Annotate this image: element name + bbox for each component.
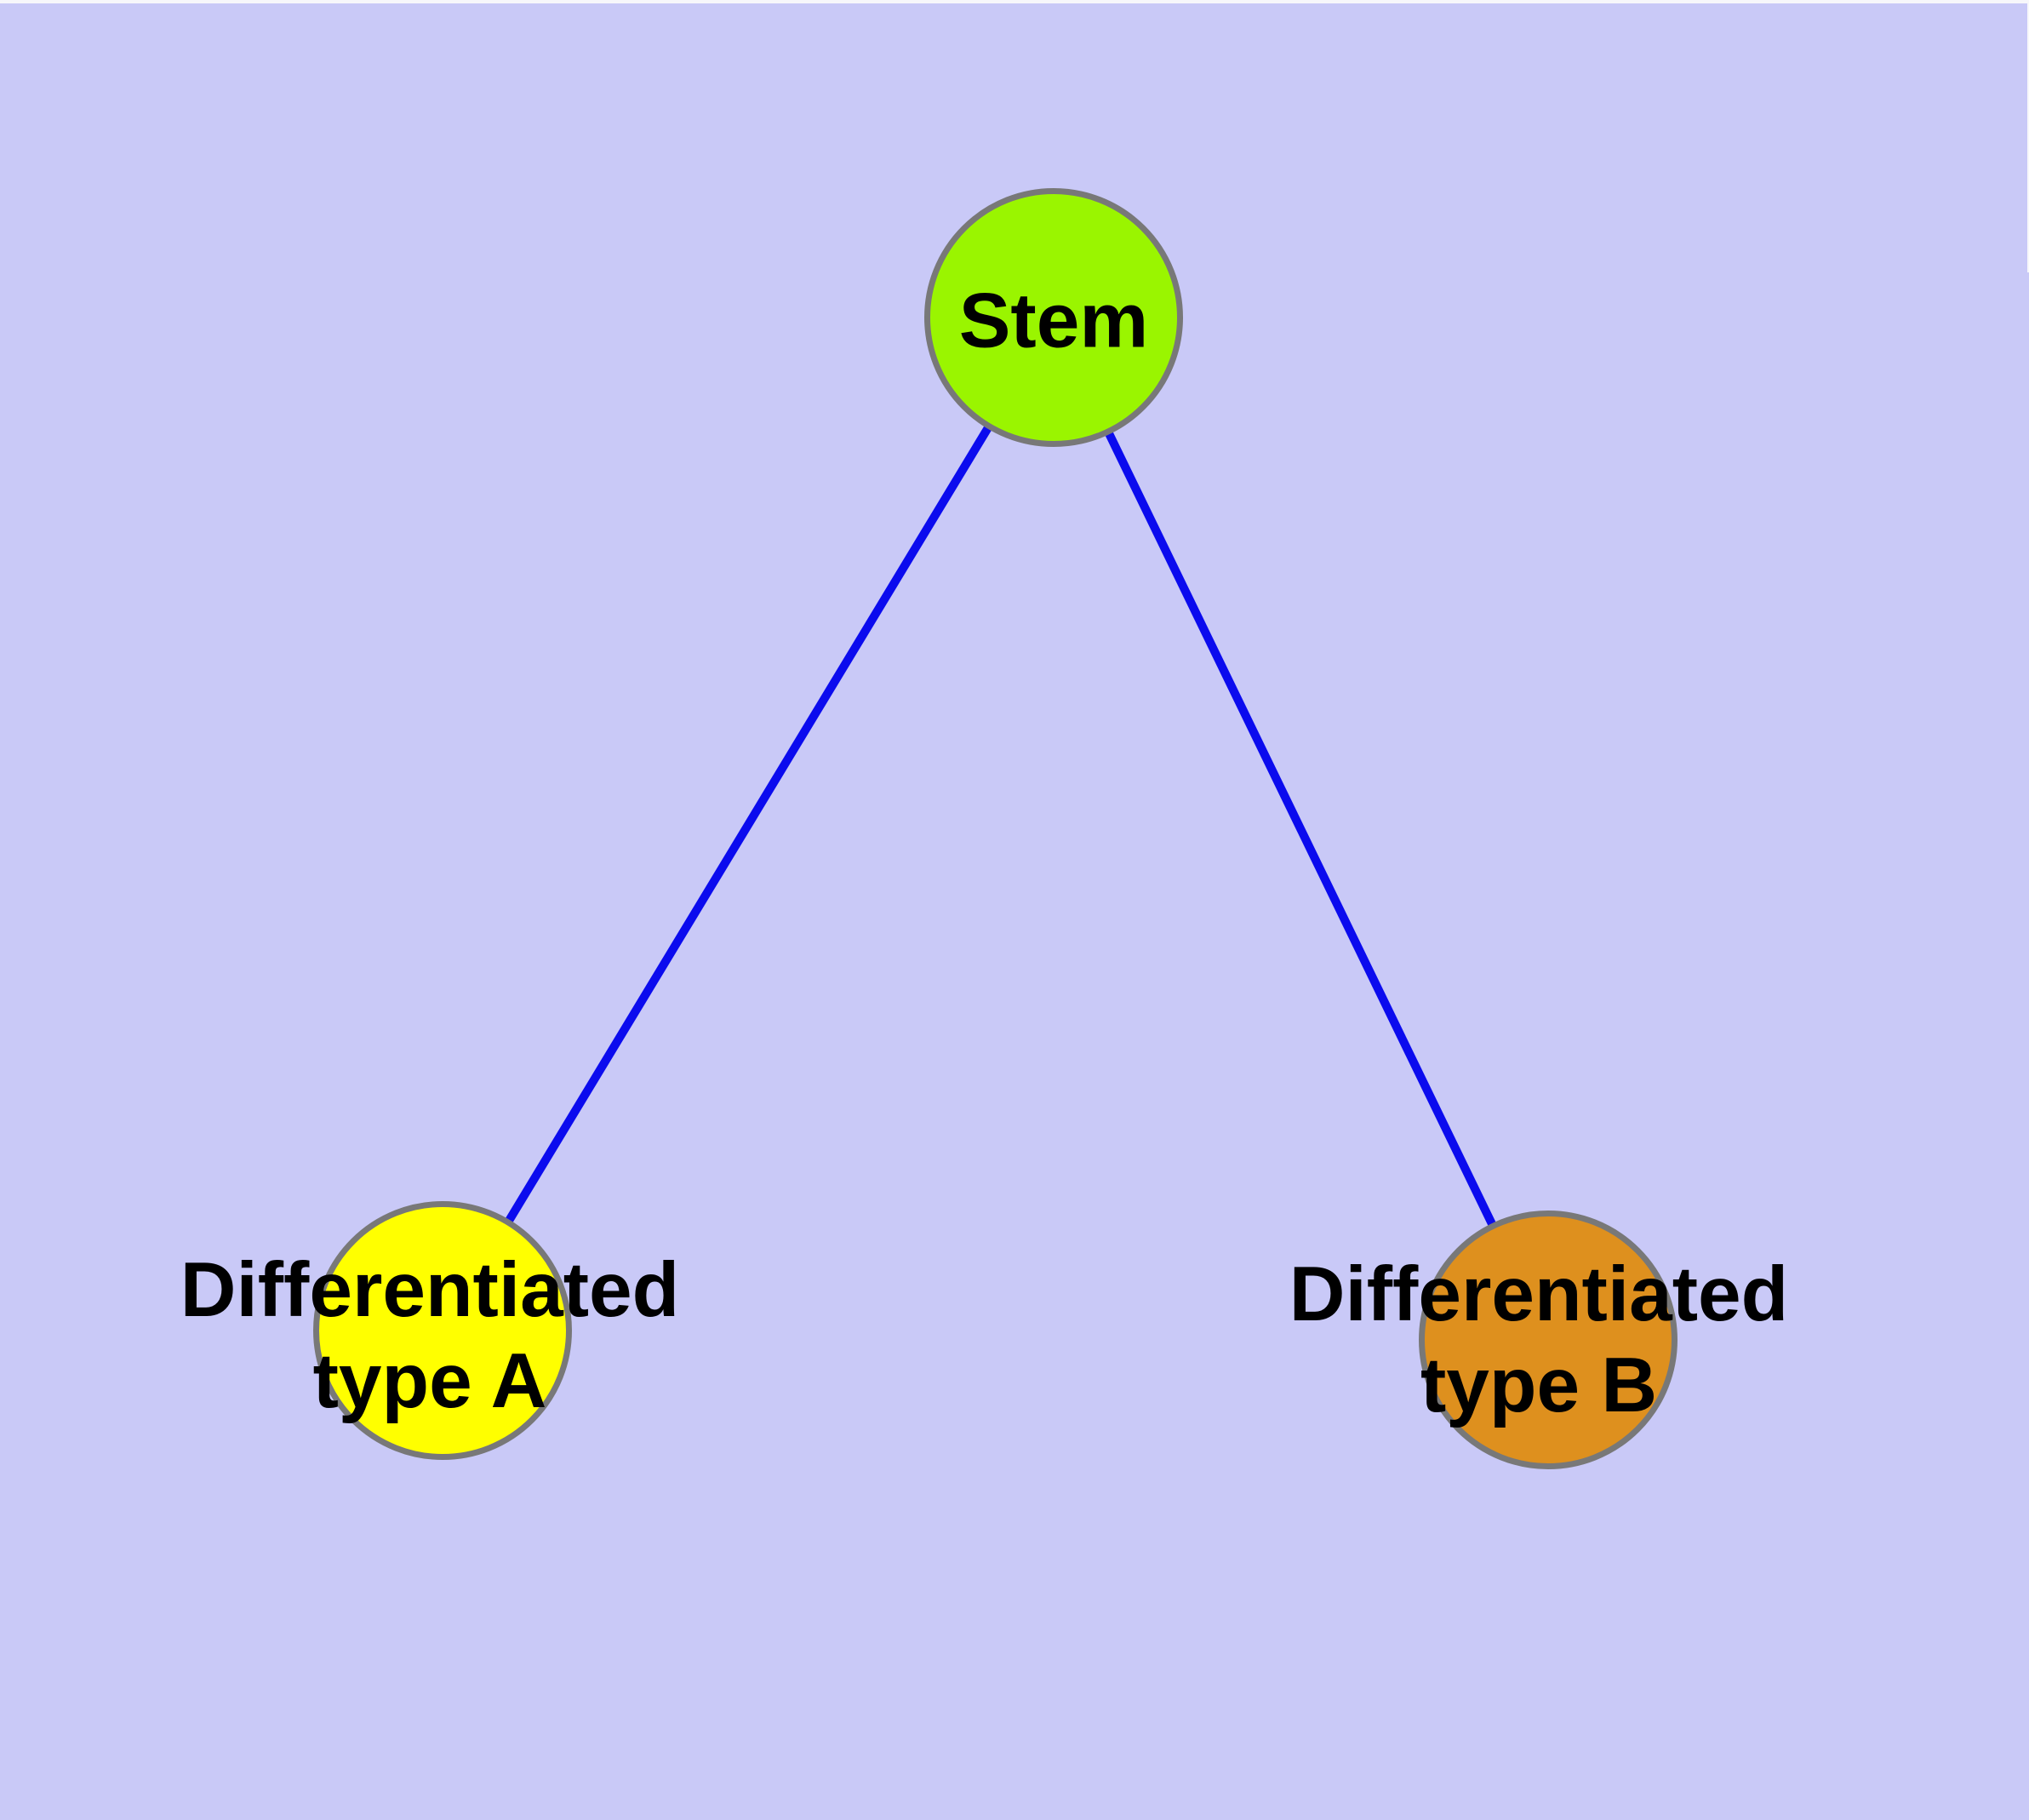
node-type-b-label-line-1: Differentiated: [1289, 1251, 1789, 1337]
node-type-a-label-line-2: type A: [312, 1338, 547, 1424]
window-right-border: [2027, 0, 2029, 272]
node-type-b-label-line-2: type B: [1420, 1342, 1658, 1428]
node-stem-label-text: Stem: [958, 278, 1149, 364]
window-top-border: [0, 0, 2029, 3]
node-stem-label: Stem: [959, 276, 1149, 367]
node-differentiated-type-b[interactable]: [1419, 1210, 1677, 1469]
node-differentiated-type-a-label: Differentiated type A: [180, 1245, 680, 1427]
node-stem[interactable]: [924, 188, 1183, 447]
edge-stem-to-type-a[interactable]: [438, 317, 1058, 1333]
node-differentiated-type-a[interactable]: [313, 1201, 572, 1460]
node-differentiated-type-b-label: Differentiated type B: [1289, 1249, 1789, 1431]
node-type-a-label-line-1: Differentiated: [180, 1247, 680, 1333]
edge-stem-to-type-b[interactable]: [1049, 317, 1552, 1342]
